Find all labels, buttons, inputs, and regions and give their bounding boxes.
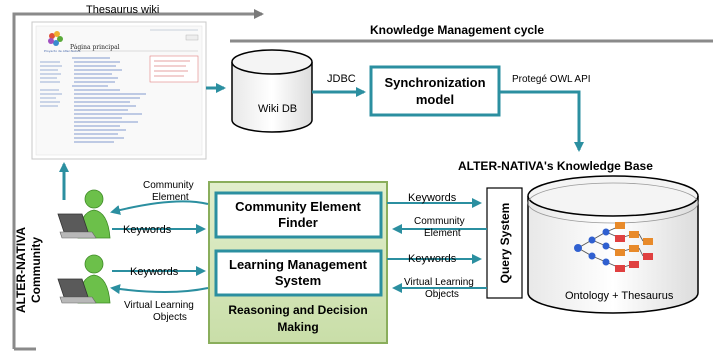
mid-community-element-2: Element (424, 228, 461, 239)
jdbc-label: JDBC (327, 73, 356, 85)
sync-line1: Synchronization (384, 75, 485, 90)
wiki-content-links (72, 57, 146, 143)
left-community-element-1: Community (143, 180, 194, 191)
left-community-element-2: Element (152, 192, 189, 203)
user-laptop-icon (57, 189, 111, 239)
wiki-db-label: Wiki DB (258, 103, 297, 115)
lms-line2: System (275, 273, 321, 288)
mid-vlo-1: Virtual Learning (404, 277, 474, 288)
wiki-news-box (149, 55, 199, 83)
left-keywords-1: Keywords (123, 224, 172, 236)
mid-vlo-2: Objects (425, 289, 459, 300)
protege-label: Protegé OWL API (512, 74, 591, 85)
arrow-protege (499, 90, 584, 152)
left-vlo-2: Objects (153, 312, 187, 323)
lms-line1: Learning Management (229, 257, 368, 272)
left-vlo-1: Virtual Learning (124, 300, 194, 311)
wiki-db-cylinder: Wiki DB (231, 49, 313, 133)
arrow-community-element-left (110, 200, 209, 215)
kb-title: ALTER-NATIVA's Knowledge Base (458, 159, 653, 173)
community-line1: ALTER-NATIVA (14, 227, 28, 313)
wiki-sidebar-links (40, 61, 62, 107)
ontology-graph-icon (574, 222, 653, 272)
query-system-label: Query System (498, 203, 512, 284)
mid-keywords-1: Keywords (408, 192, 457, 204)
cef-line2: Finder (278, 215, 318, 230)
wiki-logo-icon (48, 31, 63, 46)
sync-line2: model (416, 92, 454, 107)
km-cycle-arrow-top (12, 9, 264, 349)
user-laptop-icon (57, 254, 111, 304)
cef-line1: Community Element (235, 199, 361, 214)
query-system: Query System (486, 187, 523, 299)
wiki-page (35, 25, 203, 156)
reasoning-decision-making: Community Element Finder Learning Manage… (208, 181, 388, 344)
wiki-page-heading: Página principal (70, 44, 120, 51)
wiki-logo-text: Proyecto de Alter-Nativa (44, 49, 81, 53)
mid-keywords-2: Keywords (408, 253, 457, 265)
kb-content-label: Ontology + Thesaurus (565, 290, 674, 302)
learning-management-system (214, 249, 383, 297)
synchronization-model: Synchronization model (369, 65, 501, 117)
kb-cylinder: Ontology + Thesaurus (527, 175, 699, 314)
arrow-vlo-left (110, 284, 209, 295)
left-keywords-2: Keywords (130, 266, 179, 278)
mid-community-element-1: Community (414, 216, 465, 227)
community-line2: Community (29, 237, 43, 303)
thesaurus-wiki-label: Thesaurus wiki (86, 4, 159, 16)
community-element-finder (214, 191, 383, 239)
km-cycle-title: Knowledge Management cycle (370, 23, 544, 37)
km-cycle: Knowledge Management cycle (12, 9, 713, 351)
rdm-footer-line1: Reasoning and Decision (228, 303, 367, 317)
thesaurus-wiki: Thesaurus wiki Proyecto de Alter-Nativa … (31, 4, 207, 160)
rdm-footer-line2: Making (277, 320, 318, 334)
